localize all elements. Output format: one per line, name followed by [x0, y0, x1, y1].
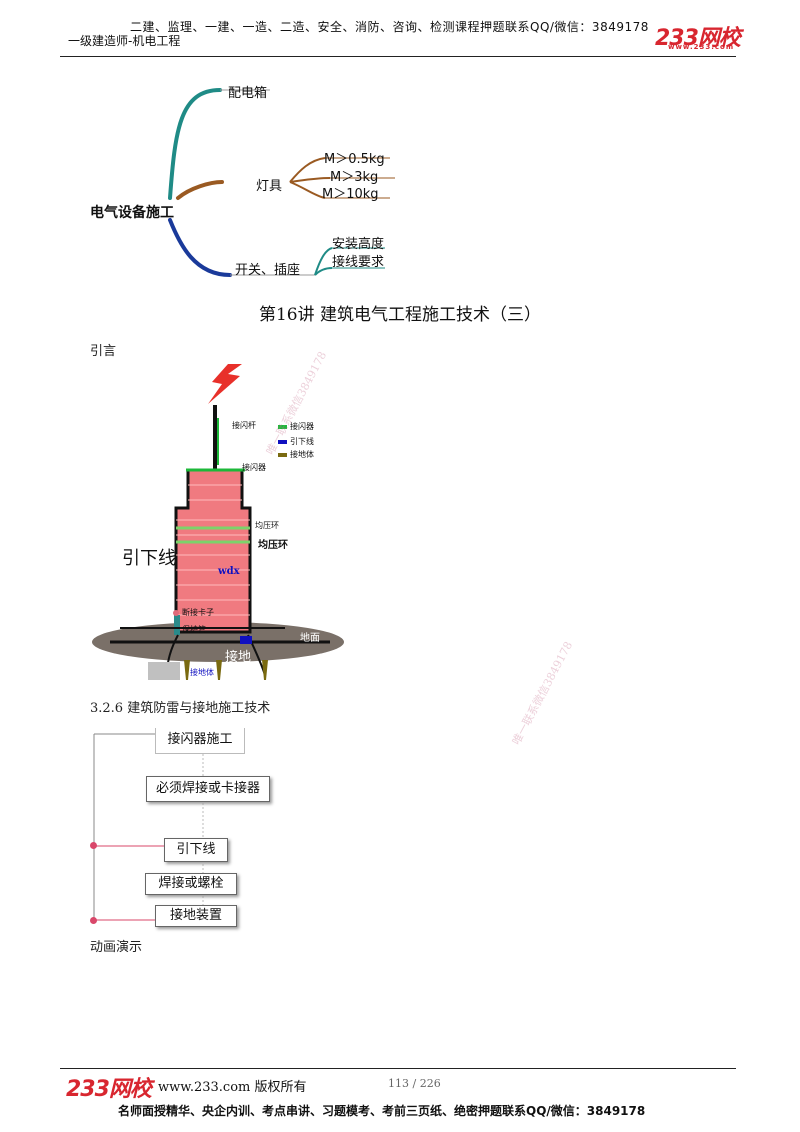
- footer-copyright: www.233.com 版权所有: [158, 1080, 307, 1095]
- lecture-title: 第16讲 建筑电气工程施工技术（三）: [258, 305, 542, 325]
- footer-contact: 名师面授精华、央企内训、考点串讲、习题模考、考前三页纸、绝密押题联系QQ/微信：…: [118, 1104, 646, 1118]
- header-course-contact: 二建、监理、一建、一造、二造、安全、消防、咨询、检测课程押题联系QQ/微信：38…: [130, 20, 649, 34]
- mindmap-leaf-install-height: 安装高度: [332, 237, 385, 252]
- flow-step-grounding-device: 接地装置: [155, 905, 237, 927]
- footer-logo: 233网校: [66, 1077, 152, 1102]
- legend-grounding-body: 接地体: [290, 450, 314, 459]
- label-ground-surface: 地面: [300, 633, 320, 644]
- label-wdx: wdx: [218, 566, 240, 577]
- mindmap-branch-distribution-box: 配电箱: [228, 86, 268, 101]
- intro-label: 引言: [90, 344, 117, 359]
- label-grounding-body: 接地体: [190, 668, 214, 677]
- label-air-terminal: 接闪器: [242, 463, 266, 472]
- animation-label: 动画演示: [90, 940, 143, 955]
- watermark: 唯一联系微信3849178: [509, 639, 576, 748]
- header-exam-subject: 一级建造师-机电工程: [68, 34, 181, 48]
- mindmap-leaf-wiring: 接线要求: [332, 255, 385, 270]
- label-air-terminal-rod: 接闪杆: [232, 421, 256, 430]
- flow-connectors: [93, 733, 204, 921]
- legend-arrester: 接闪器: [290, 422, 314, 431]
- label-equalizing-ring-small: 均压环: [255, 521, 279, 530]
- flow-node-dot: [90, 842, 97, 849]
- label-downlead-large: 引下线: [122, 548, 176, 569]
- flow-step-weld-or-bolt: 焊接或螺栓: [145, 873, 237, 895]
- label-equalizing-ring: 均压环: [258, 540, 288, 551]
- flow-node-dot: [90, 917, 97, 924]
- lightning-bolt-icon: [208, 364, 242, 404]
- footer-divider: [60, 1068, 736, 1069]
- lightning-protection-diagram: [92, 364, 344, 680]
- label-protective-pipe: 保护管: [182, 625, 206, 634]
- mindmap-leaf-weight-2: M＞3kg: [330, 170, 379, 185]
- flow-step-air-terminal-construction: 接闪器施工: [155, 728, 245, 754]
- label-grounding: 接地: [225, 650, 252, 665]
- mindmap-branch-switch-socket: 开关、插座: [235, 263, 301, 278]
- mindmap-branches: [168, 88, 395, 277]
- header-logo-url: www.233.com: [668, 43, 735, 51]
- flow-step-weld-or-clamp: 必须焊接或卡接器: [146, 776, 270, 802]
- header-logo: 233网校: [655, 26, 741, 51]
- mindmap-branch-lamps: 灯具: [256, 179, 283, 194]
- legend-downlead: 引下线: [290, 437, 314, 446]
- page-number: 113 / 226: [388, 1077, 441, 1090]
- section-heading: 3.2.6 建筑防雷与接地施工技术: [90, 701, 271, 716]
- mindmap-root: 电气设备施工: [90, 205, 174, 221]
- mindmap-leaf-weight-1: M＞0.5kg: [324, 152, 385, 167]
- mindmap-leaf-weight-3: M＞10kg: [322, 187, 379, 202]
- flow-step-downlead: 引下线: [164, 838, 228, 862]
- label-test-clip: 断接卡子: [182, 608, 214, 617]
- header-divider: [60, 56, 736, 57]
